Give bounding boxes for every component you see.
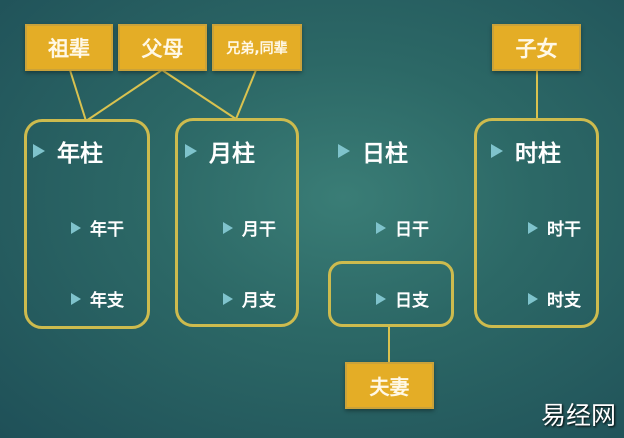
year-pillar-title: 年柱 xyxy=(33,134,103,168)
day-branch: 日支 xyxy=(376,286,429,311)
watermark: 易经网 xyxy=(540,401,616,430)
day-branch-frame xyxy=(328,261,454,327)
tag-siblings: 兄弟,同辈 xyxy=(212,24,302,71)
triangle-bullet-icon xyxy=(223,292,233,305)
triangle-bullet-icon xyxy=(33,144,45,158)
triangle-bullet-icon xyxy=(528,292,538,305)
month-stem: 月干 xyxy=(223,215,276,240)
day-stem: 日干 xyxy=(376,215,429,240)
hour-pillar-title: 时柱 xyxy=(491,134,561,168)
triangle-bullet-icon xyxy=(376,221,386,234)
tag-spouse: 夫妻 xyxy=(345,362,434,409)
triangle-bullet-icon xyxy=(71,221,81,234)
tag-parents: 父母 xyxy=(118,24,207,71)
triangle-bullet-icon xyxy=(491,144,503,158)
tag-children: 子女 xyxy=(492,24,581,71)
triangle-bullet-icon xyxy=(185,144,197,158)
tag-siblings-label: 兄弟,同辈 xyxy=(226,40,288,57)
triangle-bullet-icon xyxy=(338,144,350,158)
hour-branch: 时支 xyxy=(528,286,581,311)
tag-ancestors: 祖辈 xyxy=(25,24,113,71)
hour-stem: 时干 xyxy=(528,215,581,240)
month-pillar-frame xyxy=(175,118,299,327)
year-branch: 年支 xyxy=(71,286,124,311)
tag-children-label: 子女 xyxy=(515,36,558,61)
tag-parents-label: 父母 xyxy=(141,36,184,61)
year-pillar-frame xyxy=(24,119,150,329)
hour-pillar-frame xyxy=(474,118,599,328)
tag-ancestors-label: 祖辈 xyxy=(48,36,90,61)
day-pillar-title: 日柱 xyxy=(338,134,408,168)
tag-spouse-label: 夫妻 xyxy=(369,375,410,399)
month-branch: 月支 xyxy=(223,286,276,311)
triangle-bullet-icon xyxy=(223,221,233,234)
triangle-bullet-icon xyxy=(376,292,386,305)
year-stem: 年干 xyxy=(71,215,124,240)
month-pillar-title: 月柱 xyxy=(185,134,255,168)
triangle-bullet-icon xyxy=(71,292,81,305)
triangle-bullet-icon xyxy=(528,221,538,234)
